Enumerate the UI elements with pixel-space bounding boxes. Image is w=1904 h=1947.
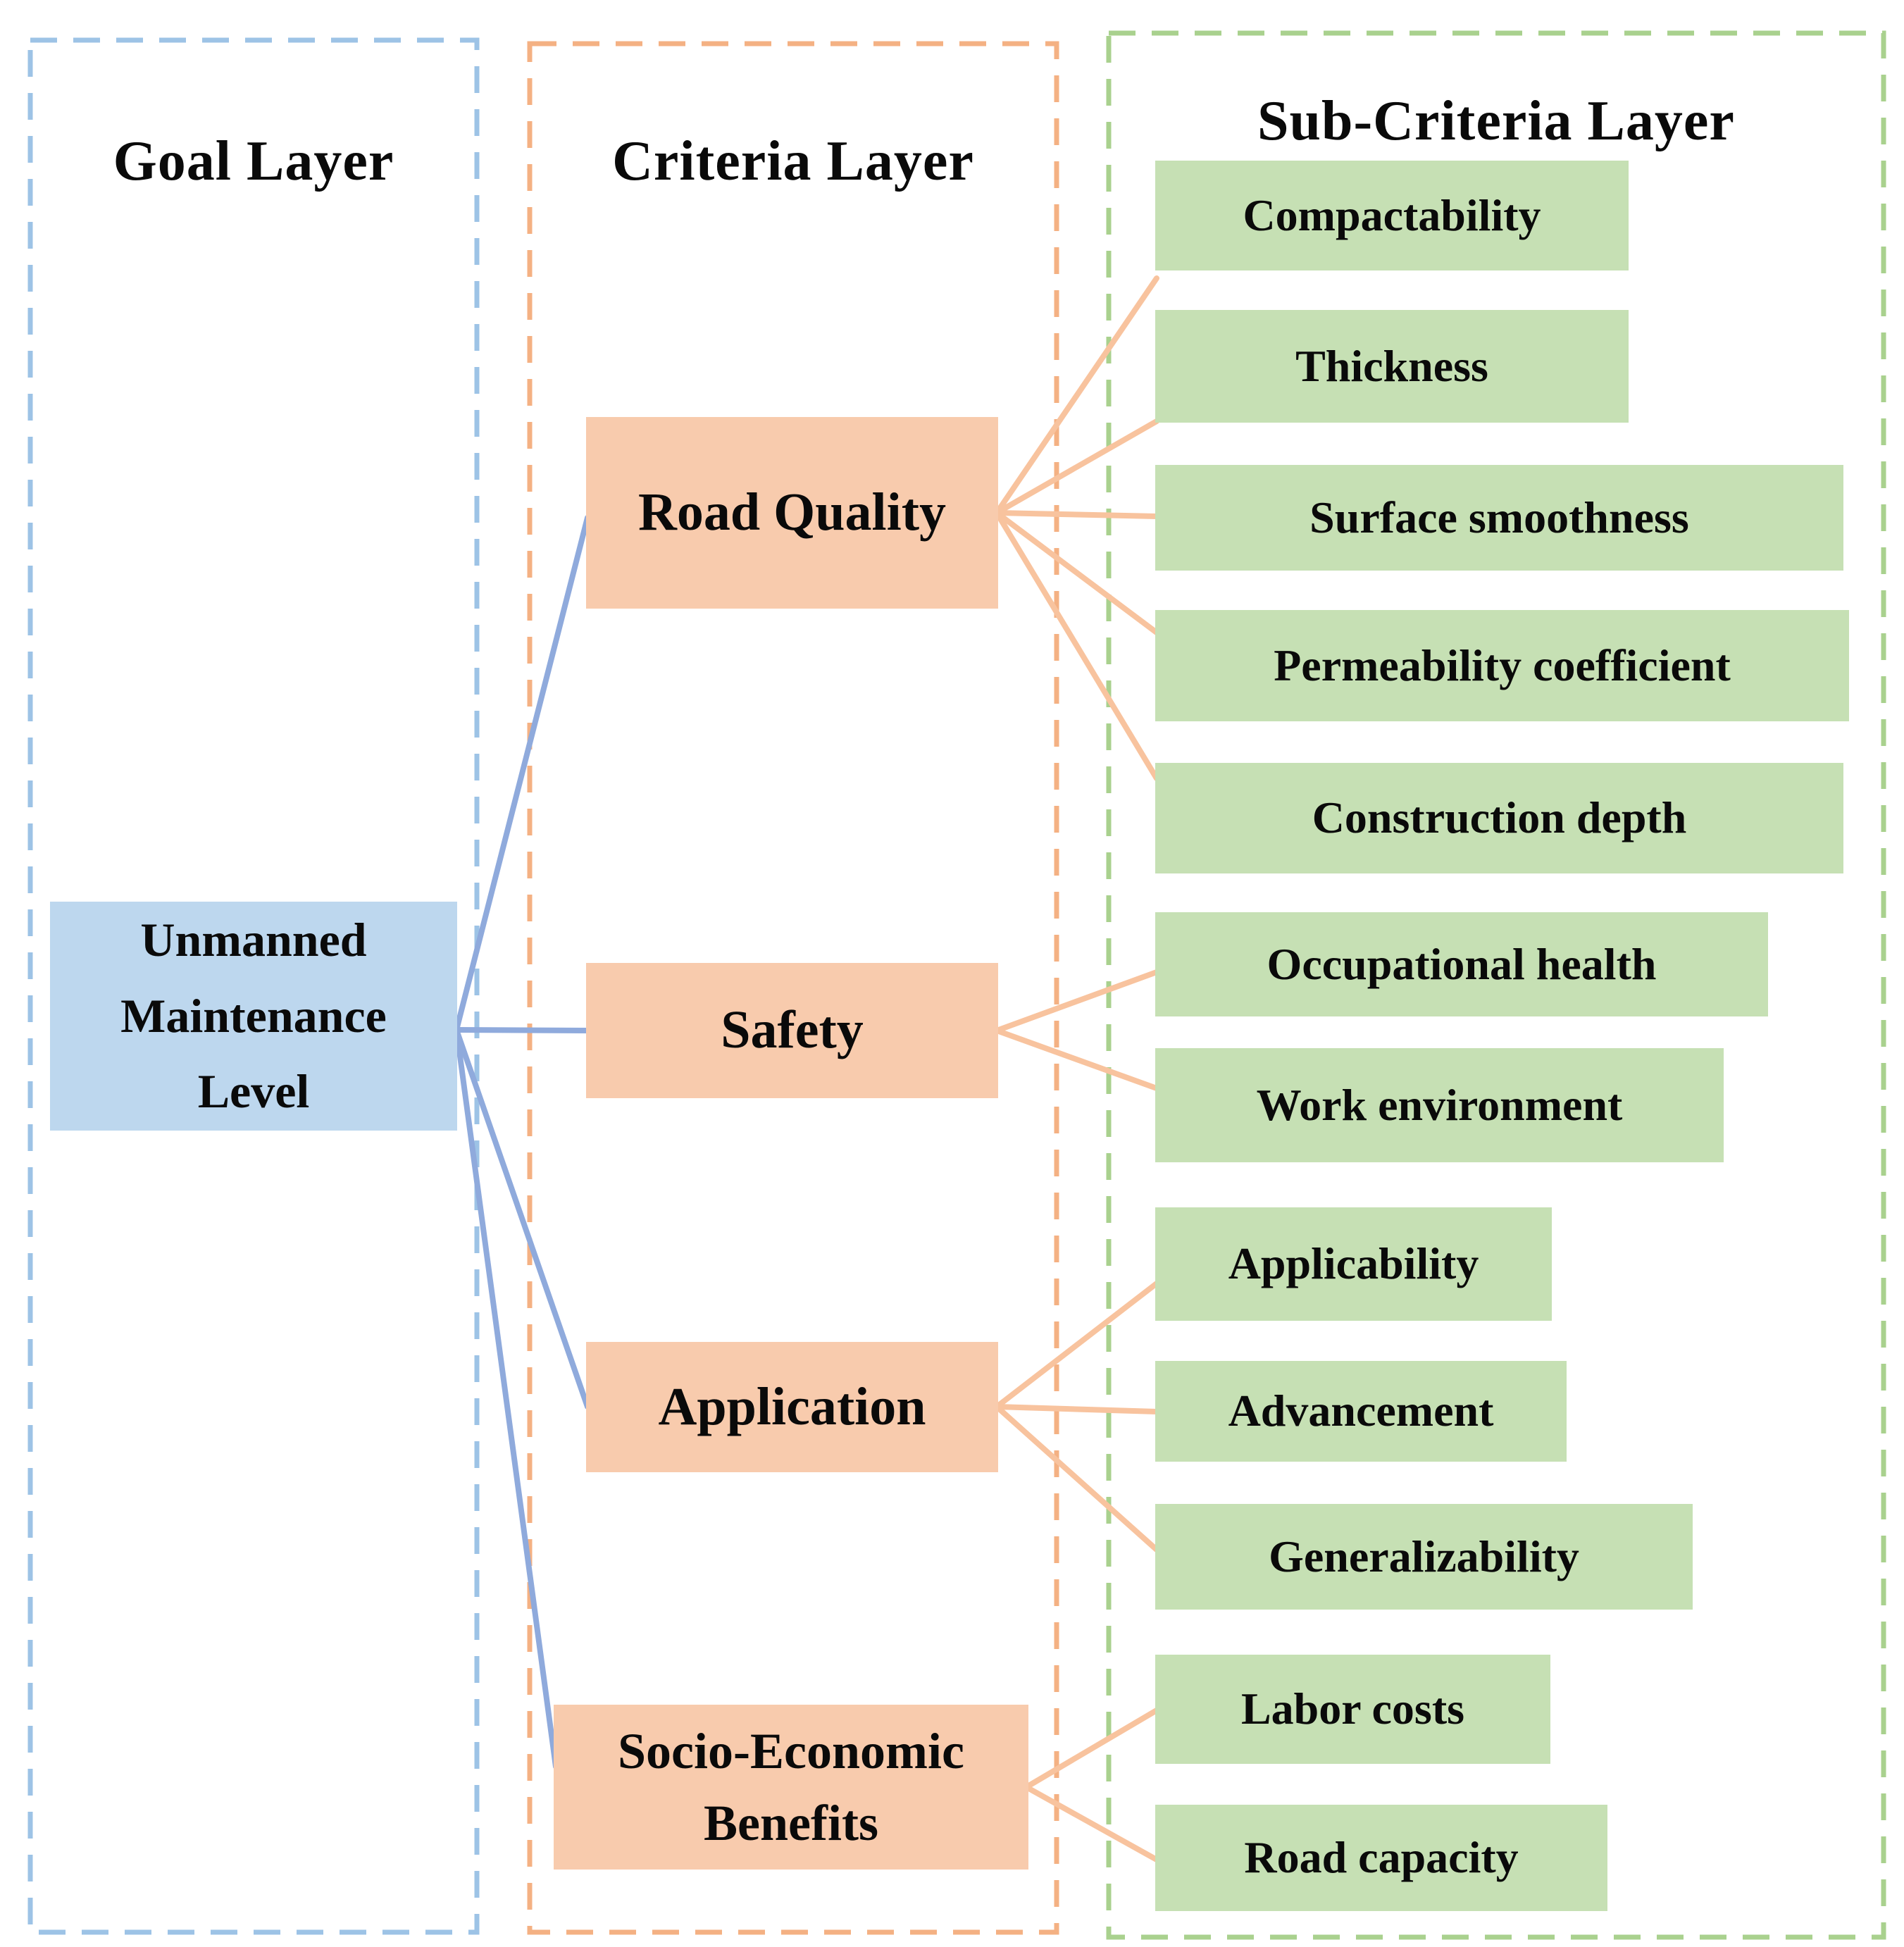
connector-road-quality-compactability bbox=[994, 275, 1159, 516]
connector-road-quality-construction-depth bbox=[994, 510, 1159, 781]
connector-goal-application bbox=[454, 1027, 590, 1410]
subcriteria-box-permeability-coefficient: Permeability coefficient bbox=[1155, 610, 1849, 721]
connector-road-quality-thickness bbox=[994, 418, 1159, 516]
subcriteria-layer-title: Sub-Criteria Layer bbox=[1257, 90, 1735, 152]
subcriteria-box-generalizability: Generalizability bbox=[1155, 1504, 1693, 1610]
connector-safety-occupational-health bbox=[994, 969, 1159, 1033]
criteria-box-application: Application bbox=[586, 1342, 998, 1472]
subcriteria-box-construction-depth: Construction depth bbox=[1155, 763, 1843, 873]
criteria-layer-title: Criteria Layer bbox=[612, 130, 974, 192]
connector-goal-safety bbox=[454, 1027, 590, 1033]
connector-road-quality-permeability-coefficient bbox=[994, 510, 1159, 635]
criteria-box-socio-economic-benefits: Socio-Economic Benefits bbox=[554, 1705, 1028, 1870]
subcriteria-box-compactability: Compactability bbox=[1155, 161, 1629, 270]
subcriteria-box-applicability: Applicability bbox=[1155, 1207, 1552, 1321]
goal-layer-title: Goal Layer bbox=[113, 130, 394, 192]
subcriteria-box-advancement: Advancement bbox=[1155, 1361, 1567, 1462]
subcriteria-box-surface-smoothness: Surface smoothness bbox=[1155, 465, 1843, 571]
connector-goal-road-quality bbox=[454, 515, 590, 1033]
criteria-box-road-quality: Road Quality bbox=[586, 417, 998, 609]
connector-application-advancement bbox=[994, 1404, 1159, 1414]
goal-layer-frame bbox=[27, 37, 480, 1935]
subcriteria-box-road-capacity: Road capacity bbox=[1155, 1805, 1607, 1911]
criteria-layer-frame bbox=[527, 41, 1059, 1935]
subcriteria-box-thickness: Thickness bbox=[1155, 310, 1629, 423]
connector-socio-economic-road-capacity bbox=[1023, 1784, 1159, 1862]
connector-application-applicability bbox=[994, 1281, 1159, 1410]
subcriteria-box-labor-costs: Labor costs bbox=[1155, 1655, 1550, 1764]
goal-box-unmanned-maintenance-level: Unmanned Maintenance Level bbox=[50, 902, 457, 1131]
criteria-box-safety: Safety bbox=[586, 963, 998, 1098]
subcriteria-box-work-environment: Work environment bbox=[1155, 1048, 1724, 1162]
connector-socio-economic-labor-costs bbox=[1023, 1707, 1159, 1790]
connector-goal-socio-economic bbox=[454, 1027, 559, 1769]
subcriteria-layer-frame bbox=[1106, 30, 1886, 1940]
connector-road-quality-surface-smoothness bbox=[994, 510, 1159, 519]
connector-safety-work-environment bbox=[994, 1028, 1159, 1091]
subcriteria-box-occupational-health: Occupational health bbox=[1155, 912, 1768, 1016]
connector-application-generalizability bbox=[994, 1404, 1159, 1553]
